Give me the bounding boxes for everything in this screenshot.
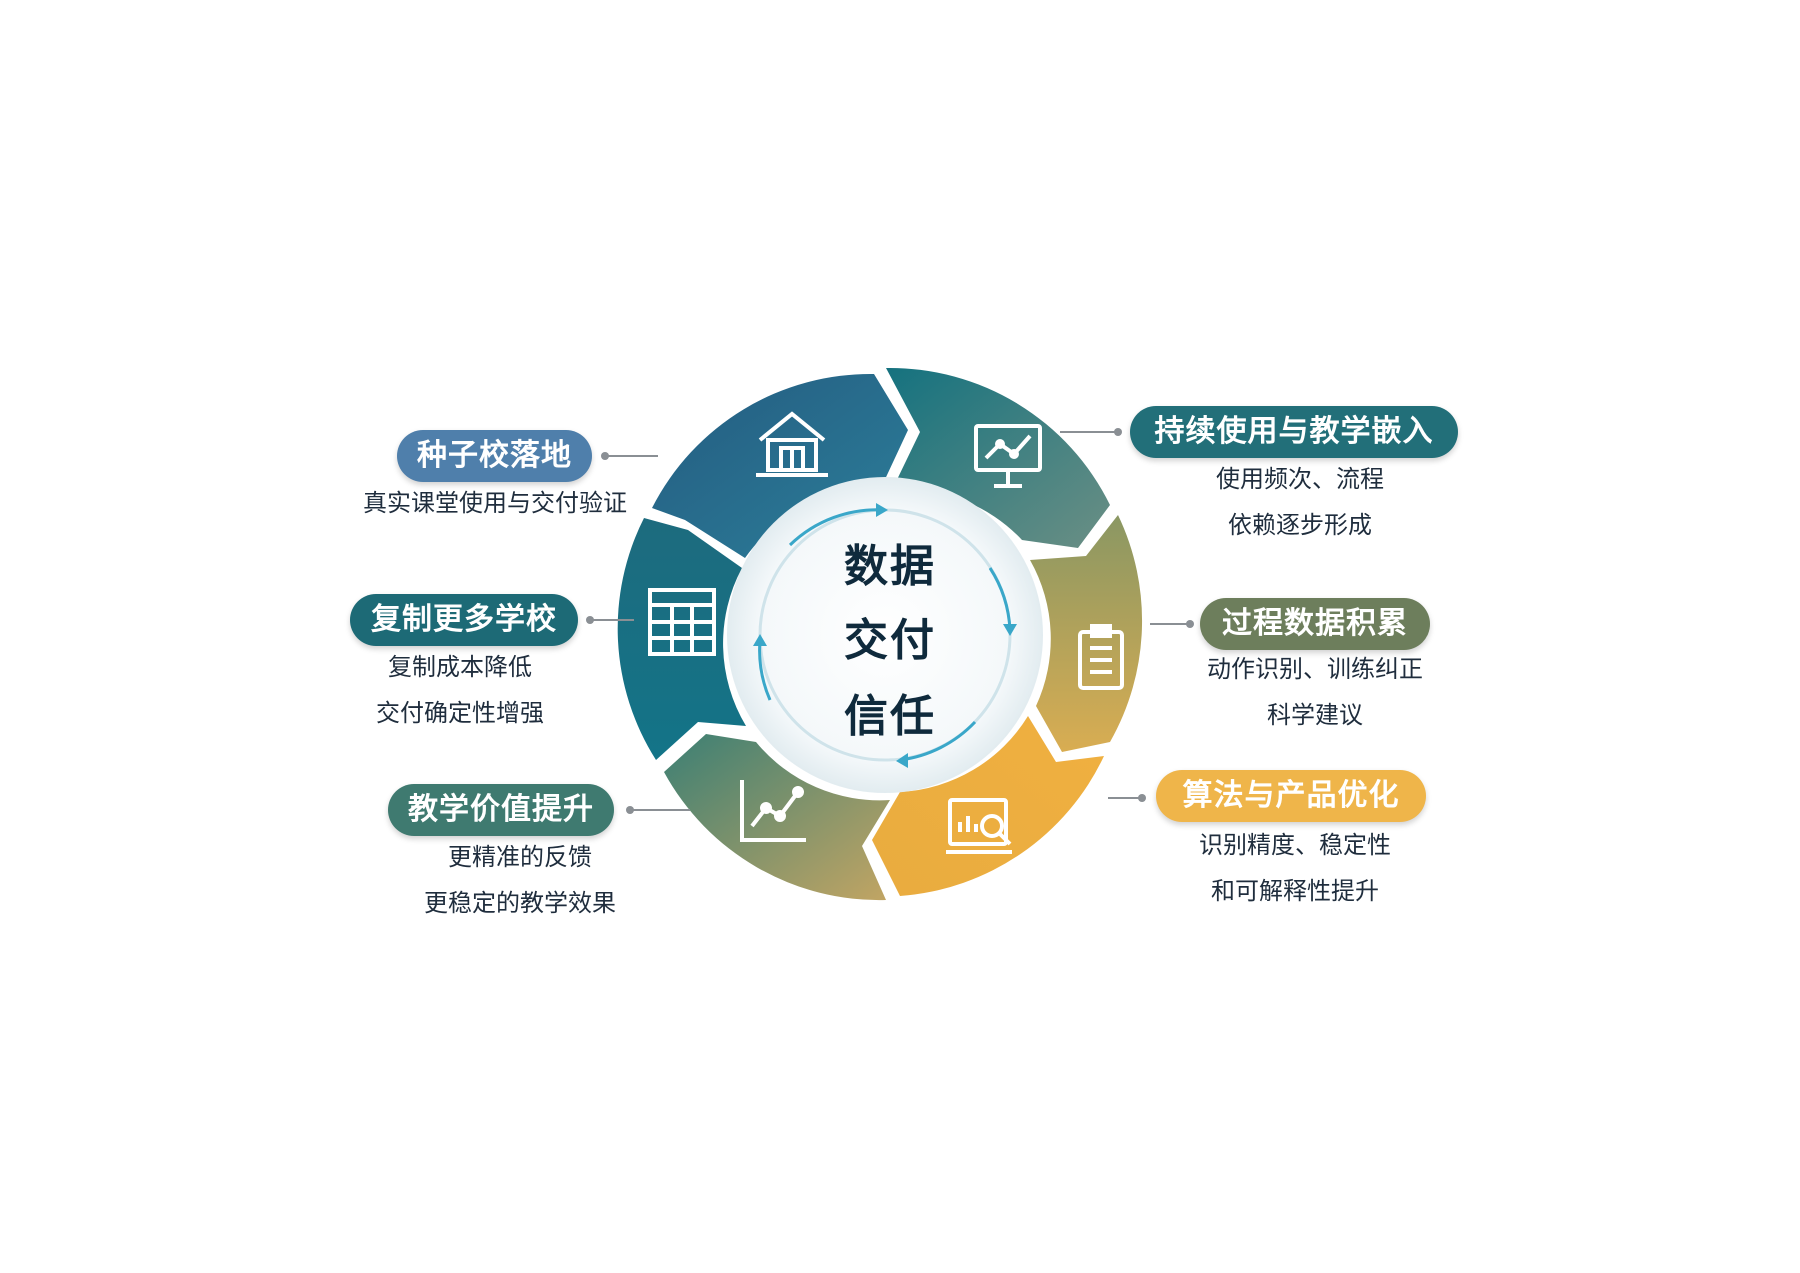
- stage-desc-replicate-schools-line2: 交付确定性增强: [376, 699, 544, 727]
- arrow-head-left: [753, 634, 767, 646]
- segment-continuous-use: [886, 367, 1110, 548]
- center-circle: [727, 477, 1043, 793]
- stage-title-algorithm-optimization: 算法与产品优化: [1156, 770, 1426, 822]
- arrow-head-bottom: [896, 753, 908, 768]
- arrow-head-top: [876, 503, 888, 517]
- stage-title-replicate-schools: 复制更多学校: [350, 594, 578, 646]
- stage-desc-continuous-use-line2: 依赖逐步形成: [1228, 511, 1372, 539]
- stage-desc-replicate-schools-line1: 复制成本降低: [388, 653, 532, 681]
- center-label-data: 数据: [844, 541, 936, 592]
- center-label-delivery: 交付: [844, 615, 936, 666]
- stage-desc-teaching-value-line2: 更稳定的教学效果: [424, 889, 616, 917]
- stage-title-data-accumulation: 过程数据积累: [1200, 598, 1430, 650]
- clipboard-checklist-icon: [1078, 624, 1124, 690]
- stage-desc-teaching-value-line1: 更精准的反馈: [448, 843, 592, 871]
- stage-title-teaching-value: 教学价值提升: [388, 784, 614, 836]
- spreadsheet-icon: [648, 588, 716, 656]
- stage-title-seed-school: 种子校落地: [397, 430, 592, 482]
- segment-algorithm-optimization: [872, 716, 1104, 896]
- school-building-icon: [756, 411, 828, 477]
- stage-desc-algorithm-optimization-line2: 和可解释性提升: [1211, 877, 1379, 905]
- cycle-arrow-top: [788, 508, 886, 547]
- stage-desc-data-accumulation-line1: 动作识别、训练纠正: [1207, 655, 1423, 683]
- connector-dots: [586, 428, 1194, 814]
- line-graph-icon: [740, 780, 806, 842]
- monitor-chart-icon: [974, 424, 1042, 488]
- stage-desc-continuous-use-line1: 使用频次、流程: [1216, 465, 1384, 493]
- stage-desc-seed-school-line1: 真实课堂使用与交付验证: [363, 489, 627, 517]
- stage-desc-algorithm-optimization-line1: 识别精度、稳定性: [1199, 831, 1391, 859]
- arrow-head-right: [1003, 624, 1017, 636]
- connectors: [590, 431, 1190, 811]
- stage-title-continuous-use: 持续使用与教学嵌入: [1130, 406, 1458, 458]
- center-label-trust: 信任: [844, 691, 936, 742]
- cycle-arrow-bottom: [899, 720, 977, 762]
- stage-desc-data-accumulation-line2: 科学建议: [1267, 701, 1363, 729]
- magnifier-report-icon: [946, 798, 1012, 854]
- cycle-arrow-heads: [753, 503, 1017, 768]
